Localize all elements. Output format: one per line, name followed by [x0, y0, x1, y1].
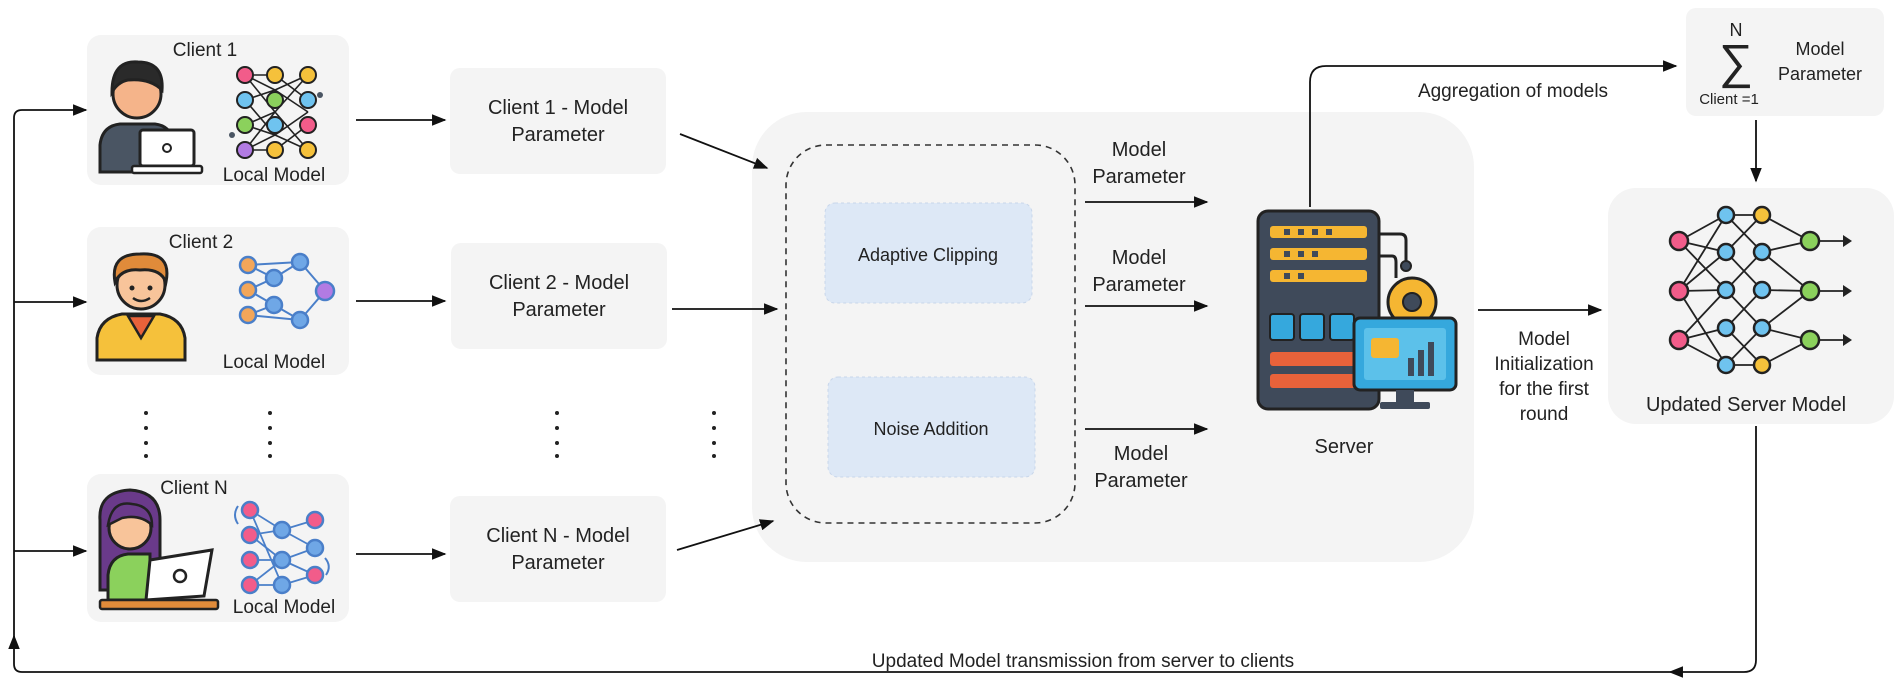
updated-server-model-panel: Updated Server Model	[1608, 188, 1894, 424]
aggregation-formula-box: N ∑ Client =1 Model Parameter	[1686, 8, 1884, 116]
aggregation-label: Aggregation of models	[1418, 81, 1608, 102]
client-2-parameter-box: Client 2 - Model Parameter	[451, 243, 667, 349]
client-panel-2: Client 2 Local M	[87, 227, 349, 375]
server-input-3-line1: Model	[1114, 443, 1168, 465]
client-panel-n: Client N	[87, 474, 349, 622]
client-1-parameter-line2: Parameter	[511, 124, 605, 146]
client-n-title: Client N	[160, 478, 228, 499]
sum-term-line1: Model	[1795, 39, 1844, 59]
feedback-bus	[1668, 426, 1757, 678]
local-model-label-1: Local Model	[223, 165, 325, 186]
sum-upper-limit: N	[1730, 20, 1743, 40]
neural-network-icon	[238, 252, 336, 330]
client-1-parameter-line1: Client 1 - Model	[488, 97, 628, 119]
client-n-parameter-line2: Parameter	[511, 552, 605, 574]
privacy-mechanism-group	[785, 144, 1076, 524]
updated-server-model-label: Updated Server Model	[1646, 394, 1846, 416]
adaptive-clipping-label: Adaptive Clipping	[858, 245, 998, 265]
init-label-line3: for the first	[1499, 379, 1589, 400]
server-label: Server	[1315, 436, 1374, 458]
neural-network-icon	[1668, 205, 1852, 375]
user-avatar-icon	[95, 252, 187, 362]
server-input-2-line2: Parameter	[1092, 274, 1186, 296]
init-label-line4: round	[1520, 404, 1569, 425]
server-input-1-line2: Parameter	[1092, 166, 1186, 188]
server-input-1-line1: Model	[1112, 139, 1166, 161]
local-model-label-n: Local Model	[233, 597, 335, 618]
client-2-parameter-line1: Client 2 - Model	[489, 272, 629, 294]
user-laptop-icon	[98, 60, 204, 175]
client-2-title: Client 2	[169, 232, 233, 253]
feedback-bottom-line	[8, 634, 1670, 673]
client-1-parameter-box: Client 1 - Model Parameter	[450, 68, 666, 174]
feedback-label: Updated Model transmission from server t…	[872, 651, 1294, 672]
bus-vertical	[13, 104, 88, 640]
sum-symbol: ∑	[1719, 36, 1753, 89]
client-n-parameter-box: Client N - Model Parameter	[450, 496, 666, 602]
connector-arrows	[8, 60, 1762, 678]
local-model-label-2: Local Model	[223, 352, 325, 373]
server-input-2-line1: Model	[1112, 247, 1166, 269]
init-label-line2: Initialization	[1494, 354, 1593, 375]
server-icon	[1256, 209, 1458, 411]
client-2-parameter-line2: Parameter	[512, 299, 606, 321]
server-input-3-line2: Parameter	[1094, 470, 1188, 492]
sum-term-line2: Parameter	[1778, 64, 1862, 84]
user-laptop-icon	[98, 488, 220, 611]
neural-network-icon	[229, 66, 323, 159]
client-1-title: Client 1	[173, 40, 237, 61]
neural-network-icon	[234, 500, 330, 595]
gear-icon	[1386, 276, 1438, 328]
init-label-line1: Model	[1518, 329, 1570, 350]
sum-lower-limit: Client =1	[1699, 91, 1759, 108]
client-n-parameter-line1: Client N - Model	[486, 525, 629, 547]
adaptive-clipping-box: Adaptive Clipping	[824, 202, 1033, 304]
noise-addition-label: Noise Addition	[873, 419, 988, 439]
client-panel-1: Client 1	[87, 35, 349, 186]
noise-addition-box: Noise Addition	[827, 376, 1036, 478]
